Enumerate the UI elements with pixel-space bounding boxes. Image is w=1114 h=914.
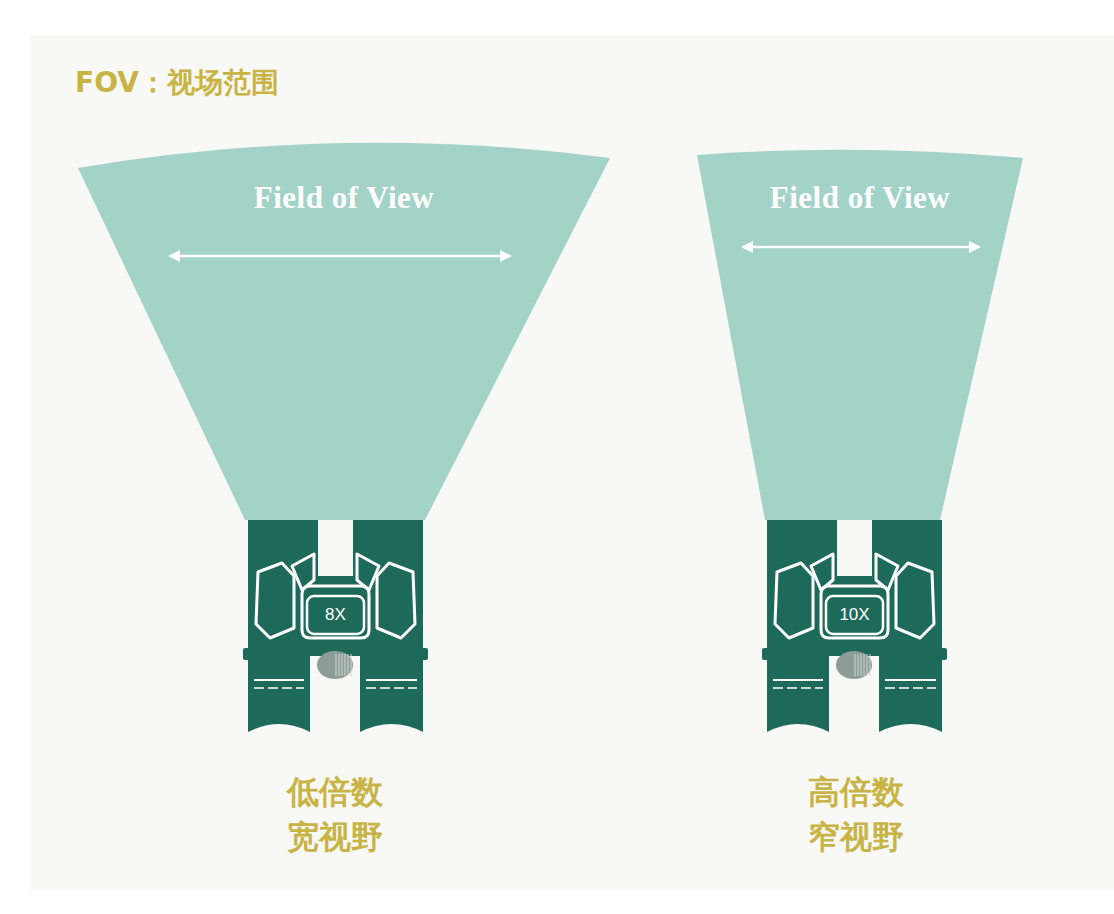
- diagram-title: FOV：视场范围: [75, 64, 279, 102]
- bino-shape: [767, 520, 942, 732]
- caption-label: 高倍数 窄视野: [803, 770, 909, 861]
- field-of-view-label: Field of View: [254, 180, 434, 216]
- caption-label: 低倍数 宽视野: [282, 770, 388, 861]
- magnification-label: 10X: [839, 605, 869, 625]
- field-of-view-cone: [78, 143, 610, 520]
- width-arrow: [168, 250, 512, 262]
- binoculars: 8X: [248, 520, 423, 732]
- field-of-view-cone: Field of View: [697, 140, 1023, 520]
- field-of-view-label: Field of View: [770, 180, 950, 216]
- width-arrow: [741, 241, 981, 253]
- binoculars: 10X: [767, 520, 942, 732]
- binoculars-illustration: [243, 520, 428, 732]
- binoculars-illustration: [762, 520, 947, 732]
- bino-shape: [248, 520, 423, 732]
- field-of-view-cone: Field of View: [78, 140, 610, 520]
- field-of-view-cone: [697, 150, 1023, 520]
- magnification-label: 8X: [325, 605, 346, 625]
